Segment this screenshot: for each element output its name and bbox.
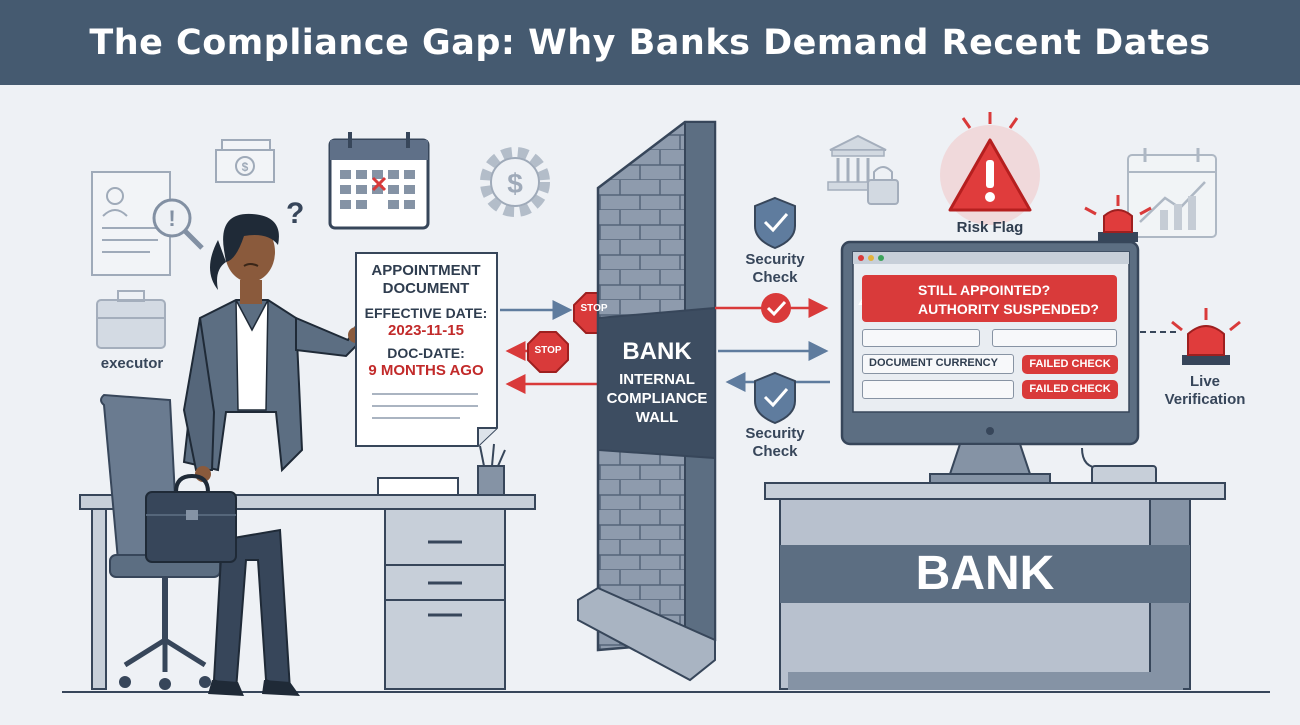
svg-text:$: $ xyxy=(507,168,523,199)
stop-sign-icon xyxy=(527,331,569,373)
document-title-line2: DOCUMENT xyxy=(382,280,470,297)
security-check-label-bottom: Security Check xyxy=(735,425,815,461)
bank-lock-icon xyxy=(827,134,899,205)
document-title-line1: APPOINTMENT xyxy=(371,262,481,279)
shield-check-icon xyxy=(754,371,796,425)
calendar-growth-icon xyxy=(1127,148,1217,238)
siren-icon xyxy=(1084,195,1152,242)
bank-counter-sign: BANK xyxy=(780,545,1190,603)
money-icon: $ xyxy=(215,139,275,183)
document-text: APPOINTMENT DOCUMENT EFFECTIVE DATE: 202… xyxy=(356,262,496,380)
security-check-label-top: Security Check xyxy=(735,251,815,287)
wall-title: BANK xyxy=(622,338,692,365)
alert-line2: AUTHORITY SUSPENDED? xyxy=(918,301,1099,317)
calendar-icon xyxy=(328,132,430,230)
risk-flag-label: Risk Flag xyxy=(956,219,1024,236)
gear-dollar-icon: $ xyxy=(480,147,550,217)
svg-text:!: ! xyxy=(168,206,175,231)
stop-label: STOP xyxy=(534,345,562,356)
failed-check-badge: FAILED CHECK xyxy=(1022,355,1118,374)
doc-date-value: 9 MONTHS AGO xyxy=(368,362,484,379)
live-verification-line2: Verification xyxy=(1164,391,1246,408)
security-check-line2: Check xyxy=(752,269,798,286)
executor-figure xyxy=(182,213,364,696)
security-check-line1: Security xyxy=(745,425,805,442)
resume-document-icon: ! xyxy=(91,171,204,276)
briefcase-icon xyxy=(145,473,237,563)
effective-date-label: EFFECTIVE DATE: xyxy=(364,305,488,321)
alert-line1: STILL APPOINTED? xyxy=(918,282,1051,298)
illustration-scene: ! $ $ xyxy=(0,85,1300,725)
failed-check-badge: FAILED CHECK xyxy=(1022,380,1118,399)
wall-line4: WALL xyxy=(635,409,679,426)
live-verification-label: Live Verification xyxy=(1155,373,1255,409)
svg-text:$: $ xyxy=(242,160,249,174)
stop-label: STOP xyxy=(580,303,608,314)
screen-blank-field xyxy=(862,329,980,347)
live-verification-line1: Live xyxy=(1189,373,1220,390)
compliance-wall xyxy=(577,120,717,682)
risk-warning-icon xyxy=(940,112,1040,225)
document-currency-field: DOCUMENT CURRENCY xyxy=(862,354,1014,374)
doc-date-label: DOC-DATE: xyxy=(387,345,465,361)
siren-icon xyxy=(1140,308,1241,365)
wall-line2: INTERNAL xyxy=(619,371,695,388)
briefcase-background-icon xyxy=(96,290,166,349)
screen-blank-field xyxy=(992,329,1117,347)
question-mark: ? xyxy=(286,197,305,230)
executor-label: executor xyxy=(100,355,164,372)
shield-check-icon xyxy=(754,196,796,250)
security-check-line1: Security xyxy=(745,251,805,268)
wall-line3: COMPLIANCE xyxy=(606,390,708,407)
screen-blank-field xyxy=(862,380,1014,399)
page-title: The Compliance Gap: Why Banks Demand Rec… xyxy=(0,0,1300,85)
security-check-line2: Check xyxy=(752,443,798,460)
screen-alert-banner: STILL APPOINTED? AUTHORITY SUSPENDED? xyxy=(862,275,1117,322)
effective-date-value: 2023-11-15 xyxy=(388,322,464,339)
red-check-icon xyxy=(761,293,791,323)
appointment-document xyxy=(355,252,498,447)
